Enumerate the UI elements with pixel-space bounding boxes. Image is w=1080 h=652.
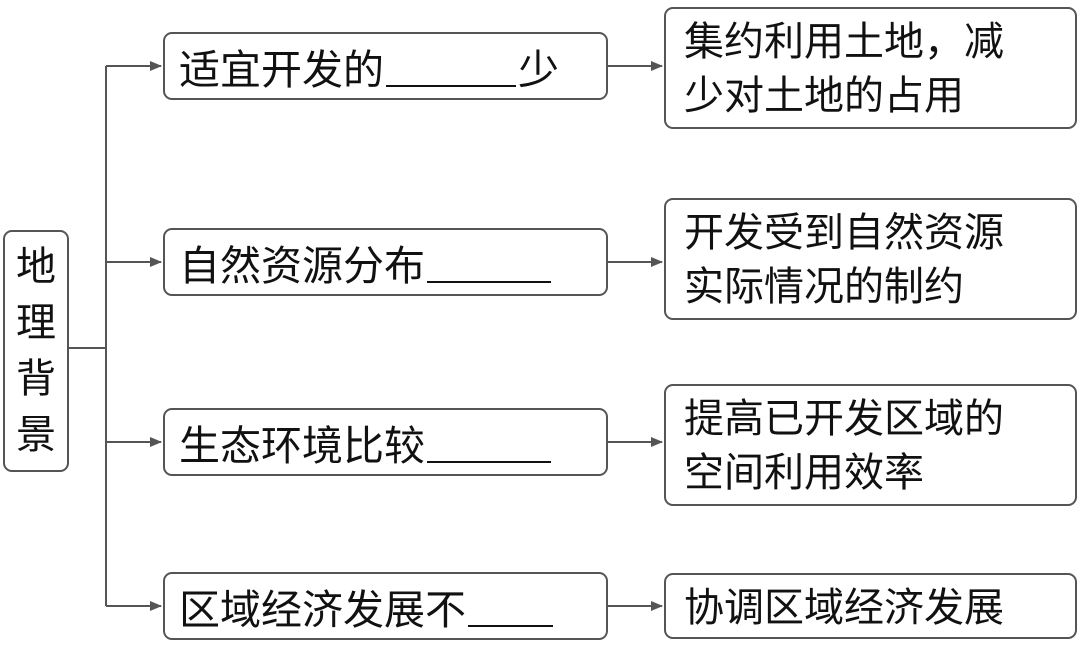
cause-text-3: 生态环境比较 — [179, 422, 425, 470]
root-char-1: 地 — [16, 244, 56, 290]
fill-blank-2[interactable] — [427, 241, 551, 283]
root-char-2: 理 — [16, 300, 56, 346]
root-node: 地 理 背 景 — [3, 230, 69, 472]
fill-blank-1[interactable] — [386, 45, 516, 87]
result-node-3: 提高已开发区域的 空间利用效率 — [664, 384, 1077, 506]
cause-node-2: 自然资源分布 — [163, 228, 608, 296]
cause-node-3: 生态环境比较 — [163, 408, 608, 476]
result-node-1: 集约利用土地，减 少对土地的占用 — [664, 7, 1077, 129]
cause-text-1: 适宜开发的 — [179, 46, 384, 94]
cause-text-2: 自然资源分布 — [179, 242, 425, 290]
cause-node-1: 适宜开发的 少 — [163, 32, 608, 100]
result-node-4: 协调区域经济发展 — [664, 573, 1077, 639]
root-char-3: 背 — [16, 356, 56, 402]
cause-node-4: 区域经济发展不 — [163, 572, 608, 640]
cause-text-4: 区域经济发展不 — [179, 586, 466, 634]
root-char-4: 景 — [16, 412, 56, 458]
fill-blank-3[interactable] — [427, 421, 551, 463]
cause-suffix-1: 少 — [518, 46, 559, 94]
result-node-2: 开发受到自然资源 实际情况的制约 — [664, 198, 1077, 320]
fill-blank-4[interactable] — [468, 585, 553, 627]
